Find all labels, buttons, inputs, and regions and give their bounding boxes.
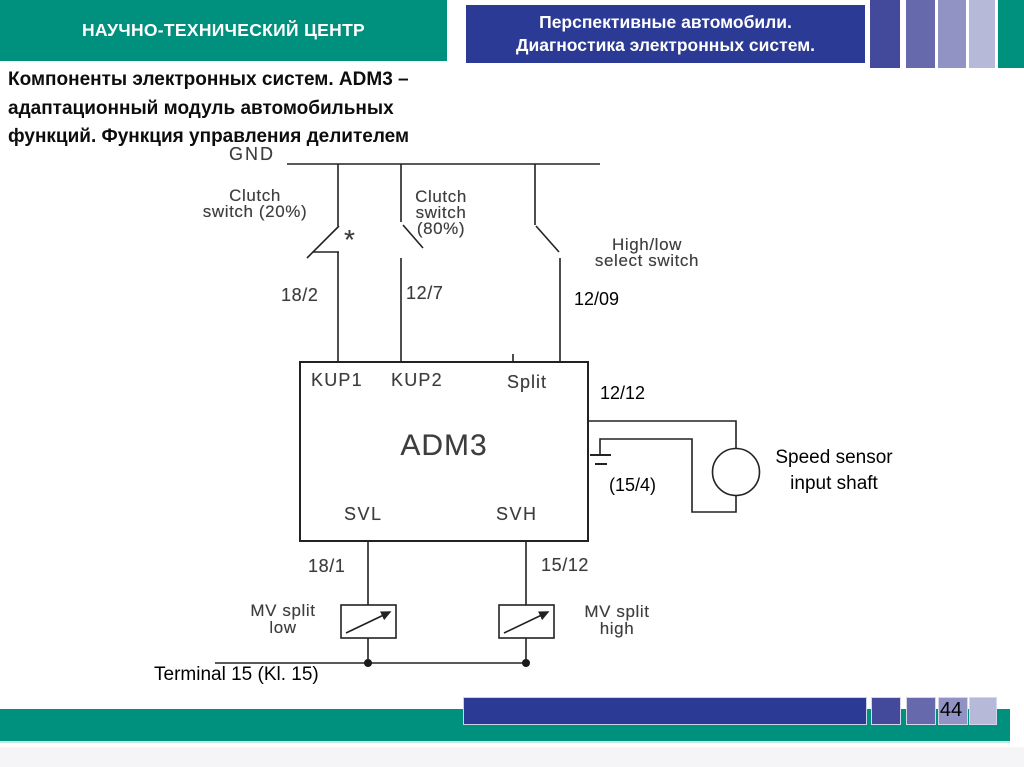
header-title-box: Перспективные автомобили. Диагностика эл…: [466, 5, 865, 63]
adm3-module-label: ADM3: [400, 429, 488, 462]
terminal-15-label: Terminal 15 (Kl. 15): [154, 664, 319, 685]
speed-sensor-wire-top: [588, 420, 737, 449]
header-stripe-3: [938, 0, 966, 68]
mv-split-high-label: MV split high: [584, 602, 650, 638]
slide-subtitle: Компоненты электронных систем. ADM3 – ад…: [8, 69, 410, 147]
ground-ref-label: (15/4): [609, 475, 657, 495]
junction-dot-2: [522, 659, 530, 667]
mv-high-arrow: [503, 611, 550, 634]
footer-square-2: [906, 697, 936, 725]
speed-sensor-label: Speed sensor input shaft: [775, 447, 893, 494]
slide-title: Перспективные автомобили. Диагностика эл…: [515, 12, 816, 55]
footer-navy-bar: [463, 697, 867, 725]
wire-label-18-2: 18/2: [281, 285, 319, 305]
page-number: 44: [939, 699, 963, 721]
wire-label-12-12: 12/12: [600, 383, 646, 403]
junction-dot-1: [364, 659, 372, 667]
clutch-switch-80-label: Clutch switch (80%): [415, 187, 467, 238]
wire-label-15-12: 15/12: [541, 555, 590, 575]
pin-label-split: Split: [507, 372, 548, 392]
pin-label-kup2: KUP2: [391, 370, 443, 390]
footer-square-4: [969, 697, 997, 725]
pin-label-svh: SVH: [496, 504, 538, 524]
pin-label-kup1: KUP1: [311, 370, 363, 390]
footer-square-3: [938, 697, 968, 725]
header-stripe-2: [906, 0, 935, 68]
mv-split-low-label: MV split low: [250, 601, 316, 637]
header-stripe-4: [969, 0, 995, 68]
speed-sensor-symbol: [711, 447, 761, 497]
header-stripe-teal: [998, 0, 1024, 68]
high-low-select-label: High/low select switch: [594, 235, 700, 270]
wire-label-12-7: 12/7: [406, 283, 444, 303]
header-stripe-1: [870, 0, 900, 68]
clutch80-switch-blade: [402, 224, 424, 249]
header-org-bar: НАУЧНО-ТЕХНИЧЕСКИЙ ЦЕНТР: [0, 0, 447, 61]
bottom-margin-strip: [0, 747, 1024, 767]
highlow-switch-blade: [535, 225, 560, 253]
wire-label-18-1: 18/1: [308, 556, 346, 576]
mv-low-arrow: [345, 611, 392, 634]
wire-label-12-09: 12/09: [574, 289, 620, 309]
asterisk-note: *: [344, 224, 356, 255]
adm3-module-box: [299, 361, 589, 542]
footer-square-1: [871, 697, 901, 725]
pin-label-svl: SVL: [344, 504, 383, 524]
speed-sensor-wire-bottom: [599, 438, 737, 513]
clutch20-switch-blade: [306, 225, 340, 259]
gnd-label: GND: [229, 144, 275, 164]
org-title: НАУЧНО-ТЕХНИЧЕСКИЙ ЦЕНТР: [81, 20, 366, 40]
clutch-switch-20-label: Clutch switch (20%): [202, 186, 308, 221]
